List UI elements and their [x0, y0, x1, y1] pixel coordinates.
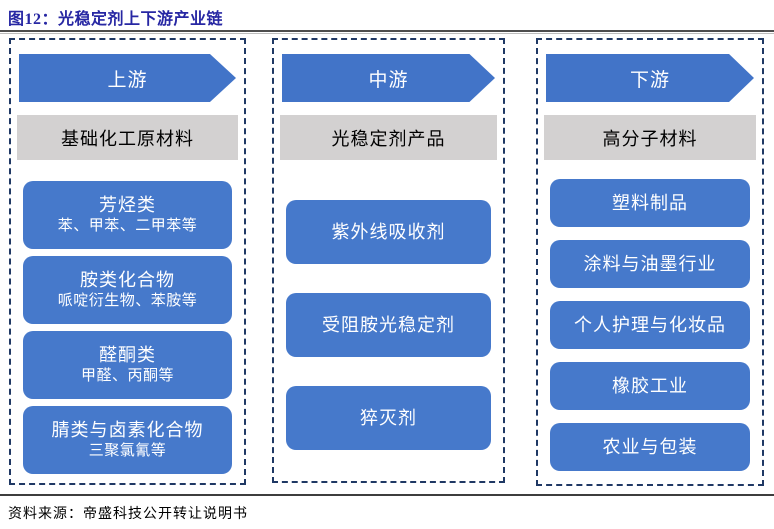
node-subtitle: 甲醛、丙酮等 [80, 367, 174, 384]
downstream-box-list: 塑料制品 涂料与油墨行业 个人护理与化妆品 橡胶工业 农业与包装 [550, 179, 750, 471]
midstream-box-list: 紫外线吸收剂 受阻胺光稳定剂 猝灭剂 [286, 200, 491, 450]
column-upstream: 上游 基础化工原材料 芳烃类 苯、甲苯、二甲苯等 胺类化合物 哌啶衍生物、苯胺等… [9, 38, 246, 485]
node-title: 涂料与油墨行业 [583, 253, 717, 274]
chain-node: 醛酮类 甲醛、丙酮等 [23, 331, 232, 399]
node-title: 塑料制品 [612, 192, 688, 213]
chain-node: 胺类化合物 哌啶衍生物、苯胺等 [23, 256, 232, 324]
node-title: 紫外线吸收剂 [331, 221, 446, 242]
downstream-category-header: 高分子材料 [544, 115, 756, 160]
stage-label: 上游 [107, 69, 148, 91]
title-divider [0, 30, 774, 34]
node-subtitle: 哌啶衍生物、苯胺等 [57, 292, 198, 309]
upstream-stage-arrow: 上游 [19, 54, 236, 102]
node-title: 受阻胺光稳定剂 [322, 314, 455, 335]
node-title: 橡胶工业 [612, 375, 688, 396]
chain-node: 猝灭剂 [286, 386, 491, 450]
node-subtitle: 三聚氯氰等 [88, 442, 167, 459]
stage-label: 中游 [368, 69, 409, 91]
chain-node: 受阻胺光稳定剂 [286, 293, 491, 357]
source-divider [0, 494, 774, 496]
node-title: 胺类化合物 [80, 270, 175, 291]
source-note: 资料来源：帝盛科技公开转让说明书 [8, 507, 248, 522]
node-title: 芳烃类 [99, 195, 156, 216]
downstream-stage-arrow: 下游 [546, 54, 754, 102]
chain-node: 紫外线吸收剂 [286, 200, 491, 264]
node-title: 农业与包装 [602, 436, 698, 457]
chain-node: 个人护理与化妆品 [550, 301, 750, 349]
chain-node: 芳烃类 苯、甲苯、二甲苯等 [23, 181, 232, 249]
upstream-category-header: 基础化工原材料 [17, 115, 238, 160]
node-subtitle: 苯、甲苯、二甲苯等 [57, 217, 198, 234]
upstream-box-list: 芳烃类 苯、甲苯、二甲苯等 胺类化合物 哌啶衍生物、苯胺等 醛酮类 甲醛、丙酮等… [23, 181, 232, 474]
node-title: 腈类与卤素化合物 [51, 420, 204, 441]
midstream-stage-arrow: 中游 [282, 54, 495, 102]
chain-node: 橡胶工业 [550, 362, 750, 410]
node-title: 猝灭剂 [360, 407, 417, 428]
column-midstream: 中游 光稳定剂产品 紫外线吸收剂 受阻胺光稳定剂 猝灭剂 [272, 38, 505, 483]
chain-node: 腈类与卤素化合物 三聚氯氰等 [23, 406, 232, 474]
industry-chain-diagram: 上游 基础化工原材料 芳烃类 苯、甲苯、二甲苯等 胺类化合物 哌啶衍生物、苯胺等… [0, 38, 774, 488]
node-title: 醛酮类 [99, 345, 156, 366]
node-title: 个人护理与化妆品 [574, 314, 726, 335]
chain-node: 农业与包装 [550, 423, 750, 471]
chain-node: 涂料与油墨行业 [550, 240, 750, 288]
stage-label: 下游 [629, 69, 670, 91]
chain-node: 塑料制品 [550, 179, 750, 227]
column-downstream: 下游 高分子材料 塑料制品 涂料与油墨行业 个人护理与化妆品 橡胶工业 农业与包… [536, 38, 764, 486]
figure-title: 图12：光稳定剂上下游产业链 [8, 11, 224, 28]
midstream-category-header: 光稳定剂产品 [280, 115, 497, 160]
